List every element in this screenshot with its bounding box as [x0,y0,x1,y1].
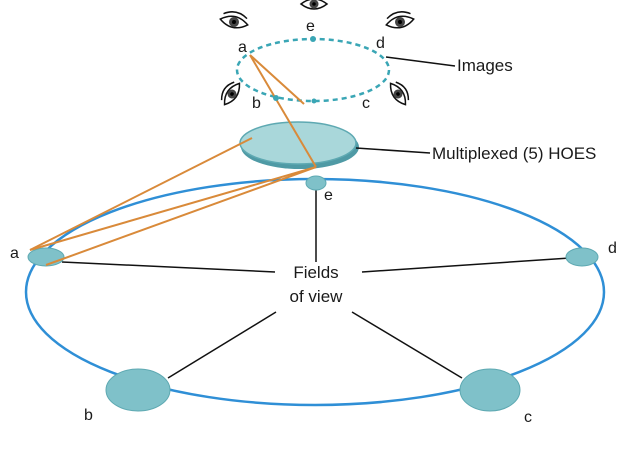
orange-rays [29,54,317,266]
image-label-c: c [362,95,370,112]
field-label-c: c [524,409,532,426]
eye-icon [385,11,415,29]
image-point-markers [273,36,317,104]
fields-label-line2: of view [290,287,344,306]
field-blobs [27,175,599,412]
field-label-a: a [10,245,19,262]
field-label-e: e [324,187,333,204]
hoes-disc [239,121,359,169]
image-label-e: e [306,18,315,35]
images-leader-line [385,56,456,67]
eye-icon [299,0,329,10]
images-label: Images [457,56,513,75]
image-label-d: d [376,35,385,52]
fields-label-line1: Fields [293,263,338,282]
field-blob-b [105,368,171,412]
hoes-label: Multiplexed (5) HOES [432,144,596,163]
eye-icon [389,81,410,106]
field-blob-e [305,175,327,191]
fields-leader-lines [61,186,571,379]
field-label-b: b [84,407,93,424]
field-label-d: d [608,240,617,257]
field-blob-a [27,247,65,267]
field-blob-c [459,368,521,412]
image-label-a: a [238,39,247,56]
eye-icon [219,11,249,29]
field-blob-d [565,247,599,267]
hoes-leader-line [355,147,431,154]
image-label-b: b [252,95,261,112]
eye-icon [220,81,241,106]
